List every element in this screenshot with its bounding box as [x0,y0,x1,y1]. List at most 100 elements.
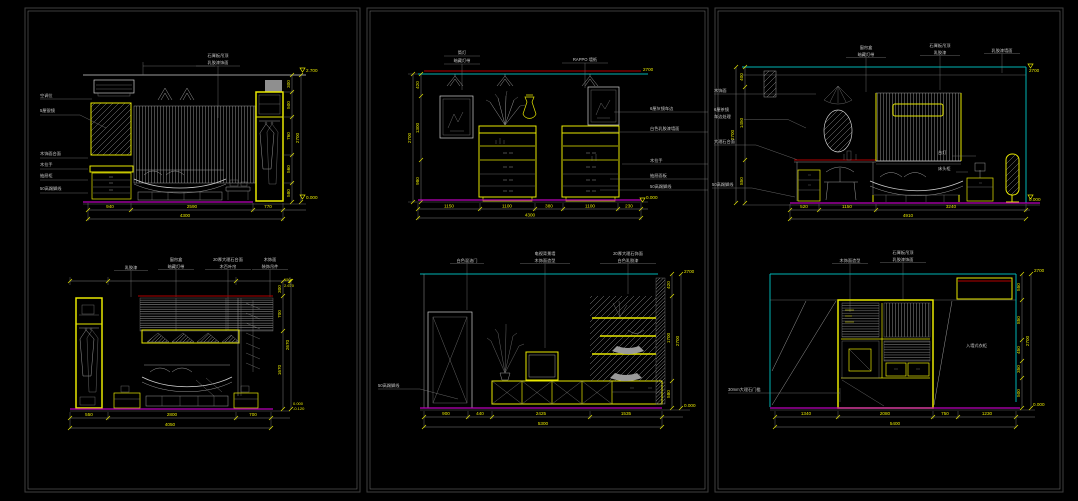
elev-text: 0.000 [293,401,304,406]
note-text: 车边处理 [714,113,732,120]
elev-text: 2700 [1034,268,1045,273]
sheet-frames [24,7,1064,493]
note-text: 6厘灰镜车边 [650,105,674,112]
elev-text: -0.120 [293,406,305,411]
headboard-panel [875,92,962,165]
dim-text: 450 [1016,346,1021,354]
elev-text: 2.670 [284,283,295,288]
dim-chain-bottom: 1150 1100 380 1100 230 4300 [415,203,648,221]
dim-text: 5300 [538,421,549,426]
dim-chain-right: 420 1700 580 2700 [666,271,684,411]
door [427,311,473,409]
vanity-chair [824,166,858,201]
note-text: 大理石台面 [714,138,735,145]
dim-text: 850 [739,177,744,185]
vanity-mirror [823,109,853,153]
dim-chain-bottom: 900 440 2425 1535 5300 [421,411,683,430]
dim-text: 1670 [277,364,282,375]
downlight-icon [581,74,599,87]
elev-text: 2700 [1029,68,1040,73]
bench [225,179,251,200]
elevation-marker-icon [639,197,646,203]
dim-text: 2425 [536,411,547,416]
dim-chain-right: 300 700 1670 2670 [277,278,294,412]
dim-text: 770 [264,204,272,209]
display-shelves [590,296,656,381]
dim-text: 520 [800,204,808,209]
note-text: 乳胶漆 [934,49,947,56]
air-conditioner [93,79,135,97]
panel-f-wardrobe-elevation: 木饰面造型 石膏板吊顶 乳胶漆饰面 入墙式衣柜 30mm大理石门槛 550 85… [728,249,1045,430]
dim-text: 3240 [946,204,957,209]
panel-a-bed-elevation: 石膏板吊顶 乳胶漆饰面 空调位 5厘银镜 木饰面台面 木拉手 抽屉柜 50高踢脚… [40,52,318,222]
dim-text: 500 [1016,389,1021,397]
note-text: 20厚大理石饰面 [613,250,643,257]
dim-chain-bottom: 940 2590 770 4300 [85,203,306,222]
dim-text: 700 [249,412,257,417]
dim-text: 400 [739,73,744,81]
note-text: 乳胶漆 [125,264,138,271]
wall-lamp-icon [157,87,173,101]
note-text: RAPPO 墙纸 [573,56,598,63]
dim-text: 1535 [621,411,632,416]
note-text: 白色乳胶漆 [618,257,639,264]
dim-text: 940 [106,204,114,209]
elev-text: 2700 [684,269,695,274]
note-text: 乳胶漆饰面 [208,59,229,66]
dim-text: 1100 [585,204,595,209]
ceiling-line [742,66,1027,203]
note-text: 空调位 [40,92,53,99]
dim-text: 1700 [666,332,671,343]
note-text: 30mm大理石门槛 [728,386,761,393]
hanging-ornament [245,300,261,372]
dim-text: 2700 [407,132,412,143]
dim-text: 560 [286,165,291,173]
elev-text: 0.000 [684,403,696,408]
dim-text: 550 [1016,283,1021,291]
dim-text: 1230 [982,411,993,416]
dim-text: 4910 [903,213,914,218]
note-text: 木饰面造型 [535,257,556,264]
dim-text: 550 [85,412,93,417]
dim-text: 1300 [415,122,420,133]
dim-text: 500 [286,101,291,109]
dim-text: 760 [286,132,291,140]
dim-text: 420 [415,81,420,89]
dim-text: 2670 [285,339,290,350]
note-text: 筒灯 [458,49,467,56]
note-text: 装饰吊件 [262,263,279,270]
tv-cabinet [491,380,663,405]
note-text: 暗藏灯带 [454,57,471,64]
wardrobe [255,91,284,202]
dim-text: 980 [415,177,420,185]
elevation-marker-icon [1027,194,1034,200]
dim-text: 1340 [801,411,812,416]
dim-text: 900 [442,411,450,416]
downlight-icon [496,74,514,87]
chest-of-drawers [561,125,620,202]
dim-text: 380 [545,204,553,209]
note-text: 6厘茶镜 [714,106,730,113]
dim-chain-right: 550 850 450 350 500 2700 [1016,271,1034,411]
downlight-icon [446,74,464,87]
built-in-wardrobe [837,299,934,409]
dim-text: 440 [476,411,484,416]
dim-text: 4300 [525,213,536,218]
note-text: 白色乳胶漆墙面 [650,125,679,132]
note-text: 白色混油门 [457,257,478,264]
ceiling-line [769,273,1017,407]
vanity-table [794,150,876,202]
dim-text: 580 [666,390,671,398]
dim-text: 2800 [167,412,178,417]
note-text: 暗藏灯带 [168,263,185,270]
venetian-blinds [139,297,274,332]
bed [133,169,227,201]
note-text: 抽屉柜 [40,172,53,179]
dim-text: 350 [1016,365,1021,373]
dim-chain-left: 400 1450 850 2700 [730,64,748,206]
note-text: 乳胶漆饰面 [893,256,914,263]
dim-text: 1150 [842,204,852,209]
elev-text: 0.000 [646,195,658,200]
